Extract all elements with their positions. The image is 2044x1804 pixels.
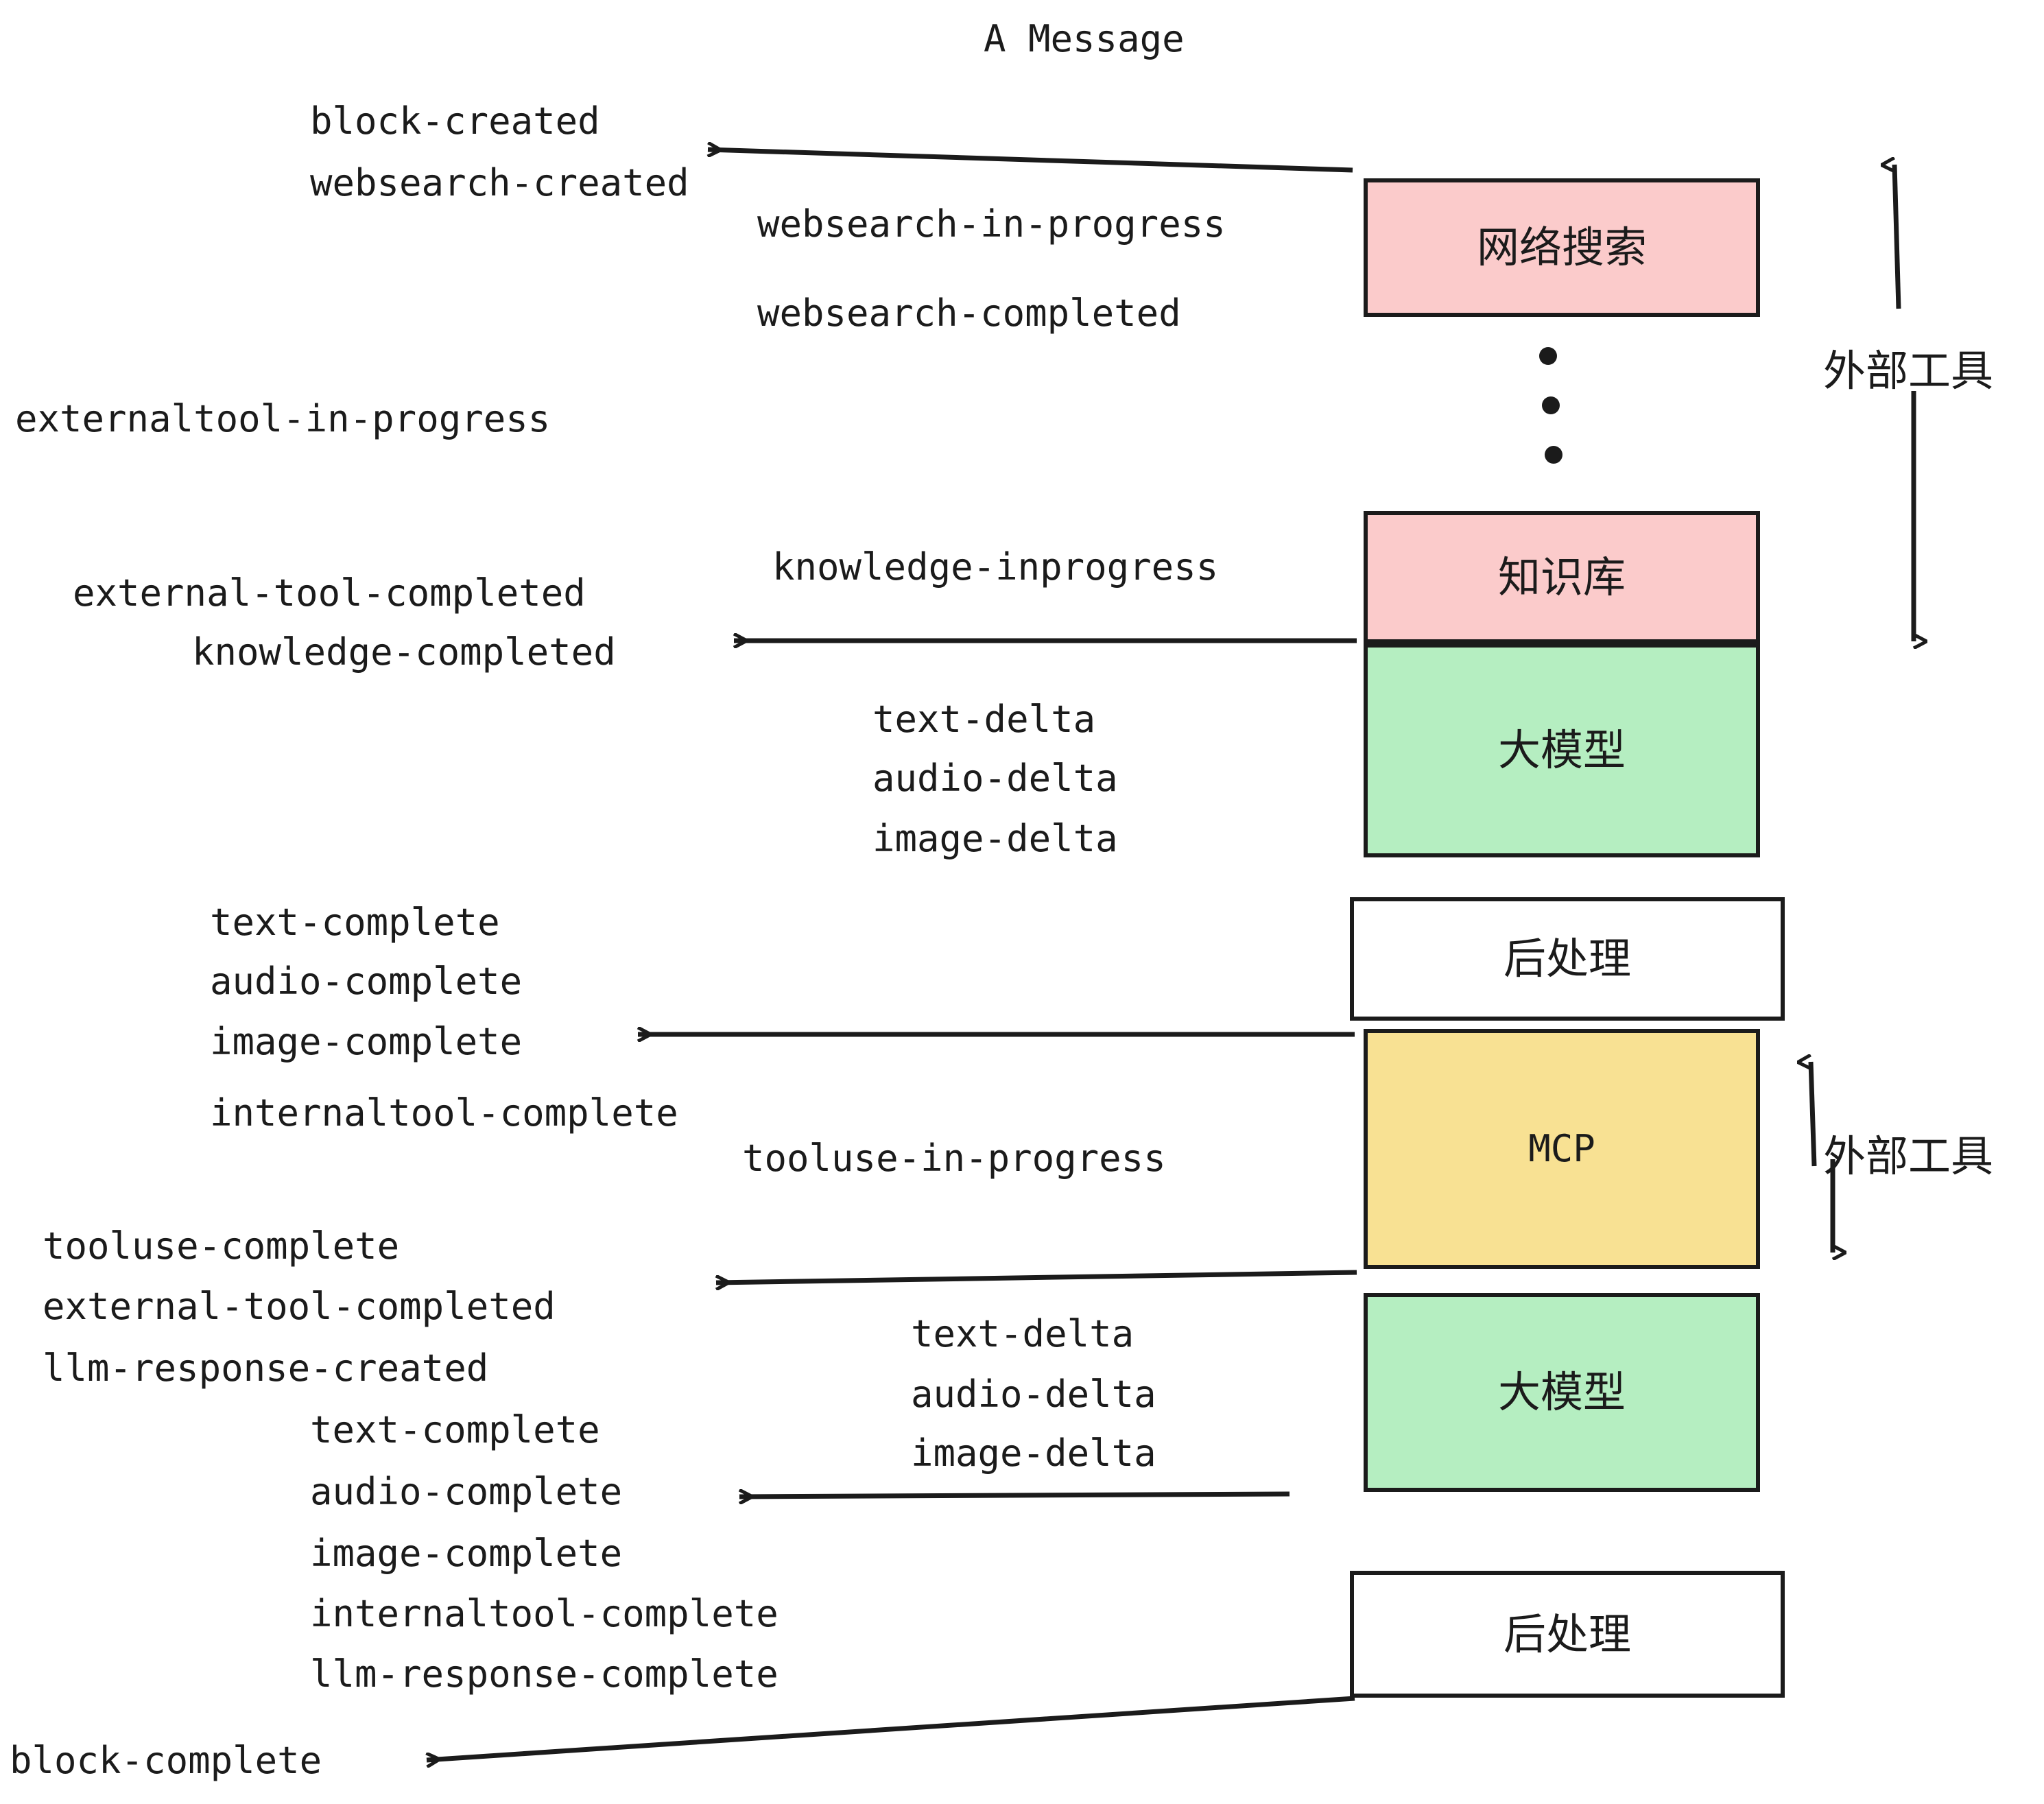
event-text-delta-1: text-delta [872,698,1096,741]
event-tooluse-complete: tooluse-complete [43,1224,400,1268]
event-image-delta-1: image-delta [872,817,1118,860]
event-audio-complete-2: audio-complete [310,1470,623,1513]
box-websearch-label: 网络搜索 [1476,222,1647,272]
event-internaltool-complete-1: internaltool-complete [210,1091,678,1135]
event-audio-delta-2: audio-delta [911,1373,1156,1416]
event-audio-delta-1: audio-delta [872,757,1118,800]
event-knowledge-inprogress: knowledge-inprogress [772,545,1219,589]
event-image-complete-2: image-complete [310,1532,623,1575]
box-knowledge-label: 知识库 [1497,551,1626,602]
group-label-external-tools-top: 外部工具 [1823,346,1994,396]
event-audio-complete-1: audio-complete [210,960,523,1003]
box-websearch[interactable]: 网络搜索 [1364,178,1760,317]
box-postprocess-1[interactable]: 后处理 [1350,897,1785,1021]
event-external-tool-completed-2: external-tool-completed [43,1285,556,1328]
event-llm-response-complete: llm-response-complete [310,1652,779,1696]
page-title: A Message [984,17,1185,60]
event-tooluse-in-progress: tooluse-in-progress [742,1137,1166,1180]
event-text-complete-1: text-complete [210,901,500,944]
event-image-delta-2: image-delta [911,1432,1156,1475]
event-text-complete-2: text-complete [310,1408,600,1451]
arrow-post2-to-blockcomplete [427,1696,1355,1760]
box-postprocess-1-label: 后处理 [1503,934,1631,984]
event-knowledge-completed: knowledge-completed [192,630,616,674]
ellipsis-dot-1 [1539,347,1557,365]
external-tools-bottom-up-arrow [1811,1062,1817,1167]
event-websearch-created: websearch-created [310,161,689,204]
box-postprocess-2-label: 后处理 [1503,1609,1631,1659]
event-llm-response-created: llm-response-created [43,1346,489,1390]
box-mcp-label: MCP [1528,1127,1595,1170]
event-image-complete-1: image-complete [210,1020,523,1063]
box-llm-2[interactable]: 大模型 [1364,1293,1760,1492]
box-llm-1[interactable]: 大模型 [1364,643,1760,857]
event-internaltool-complete-2: internaltool-complete [310,1592,779,1635]
event-block-created: block-created [310,99,600,143]
box-llm-2-label: 大模型 [1497,1367,1626,1417]
arrow-llm2-to-audiocomplete [739,1494,1290,1497]
event-externaltool-in-progress: externaltool-in-progress [15,397,551,440]
event-websearch-completed: websearch-completed [757,292,1181,335]
group-label-external-tools-bottom: 外部工具 [1823,1131,1994,1181]
ellipsis-dot-3 [1545,446,1562,464]
event-external-tool-completed-1: external-tool-completed [73,571,586,615]
box-llm-1-label: 大模型 [1497,725,1626,775]
external-tools-top-up-arrow [1894,165,1901,309]
event-websearch-in-progress: websearch-in-progress [757,202,1226,246]
box-mcp[interactable]: MCP [1364,1029,1760,1269]
event-block-complete: block-complete [10,1739,322,1782]
arrow-mcp-to-toolusecomplete [716,1270,1357,1283]
event-text-delta-2: text-delta [911,1312,1134,1355]
box-knowledge[interactable]: 知识库 [1364,511,1760,643]
box-postprocess-2[interactable]: 后处理 [1350,1571,1785,1698]
ellipsis-dot-2 [1542,396,1560,414]
arrow-websearch-to-blockcreated [708,150,1353,173]
